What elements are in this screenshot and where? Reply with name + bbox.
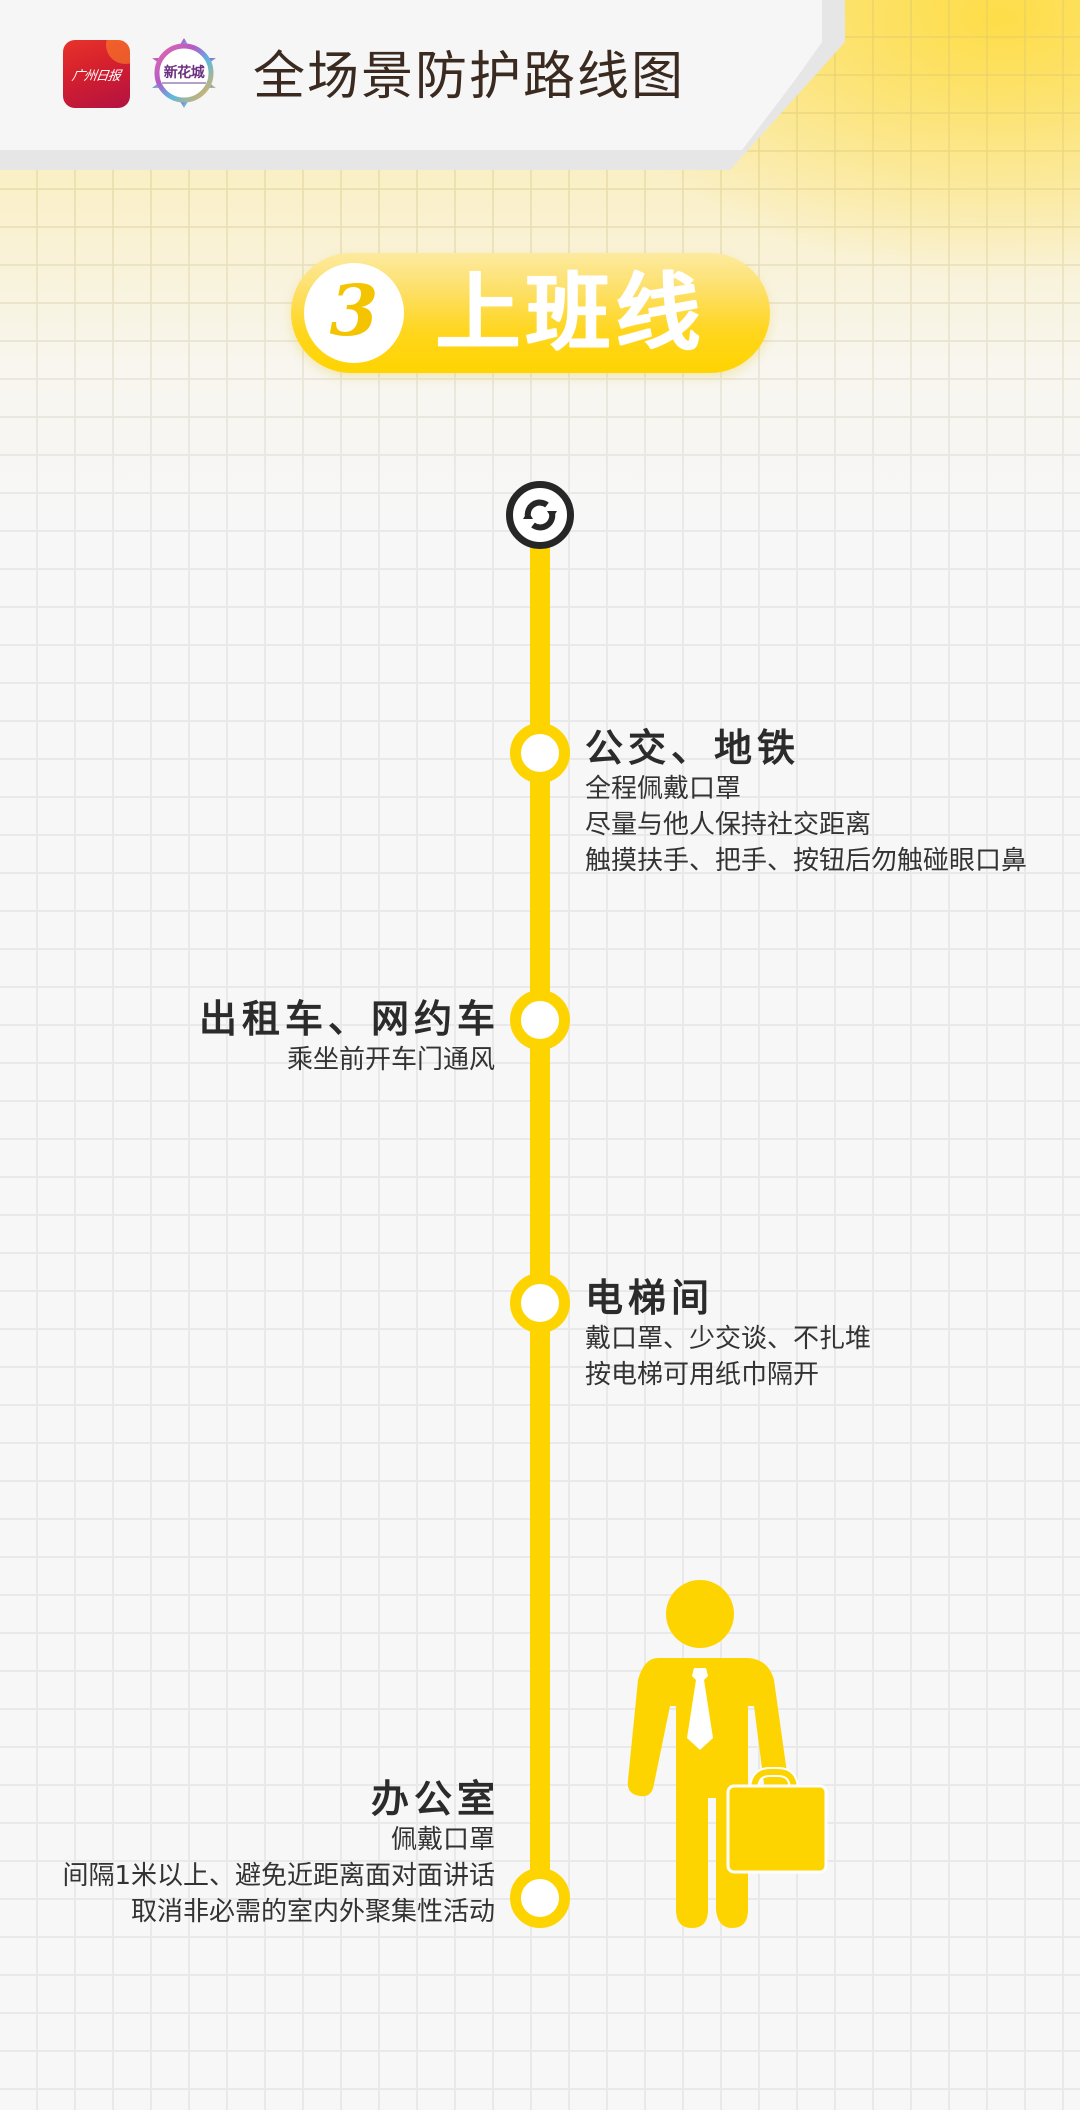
stop-line: 乘坐前开车门通风 [286, 1045, 495, 1075]
stop-office: 办公室 佩戴口罩 间隔1米以上、避免近距离面对面讲话 取消非必需的室内外聚集性活… [62, 1776, 495, 1930]
timeline-line [530, 530, 550, 1875]
stop-title: 公交、地铁 [585, 726, 801, 770]
stop-taxi: 出租车、网约车 乘坐前开车门通风 [199, 996, 495, 1078]
page-title: 全场景防护路线图 [253, 47, 686, 107]
refresh-cycle-icon [506, 481, 574, 549]
section-number: 3 [329, 269, 379, 352]
timeline-node-taxi [510, 990, 570, 1050]
guangzhou-daily-logo: 广州日报 [63, 40, 130, 108]
stop-line: 间隔1米以上、避免近距离面对面讲话 [62, 1861, 495, 1891]
stop-bus-metro: 公交、地铁 全程佩戴口罩 尽量与他人保持社交距离 触摸扶手、把手、按钮后勿触碰眼… [585, 725, 1027, 879]
stop-line: 佩戴口罩 [390, 1825, 495, 1855]
xinhuacheng-logo-text: 新花城 [163, 65, 205, 81]
stop-line: 全程佩戴口罩 [585, 774, 742, 804]
stop-line: 按电梯可用纸巾隔开 [585, 1360, 820, 1390]
stop-line: 触摸扶手、把手、按钮后勿触碰眼口鼻 [585, 846, 1028, 876]
stop-title: 出租车、网约车 [198, 997, 500, 1041]
stop-line: 尽量与他人保持社交距离 [585, 810, 872, 840]
xinhuacheng-logo-subline [162, 82, 206, 84]
stop-title: 办公室 [370, 1777, 500, 1821]
timeline-node-elevator [510, 1273, 570, 1333]
xinhuacheng-logo: 新花城 [148, 36, 220, 110]
section-pill: 3 上班线 [291, 253, 770, 373]
stop-line: 戴口罩、少交谈、不扎堆 [585, 1324, 872, 1354]
stop-line: 取消非必需的室内外聚集性活动 [130, 1897, 495, 1927]
refresh-arrows-icon [523, 499, 557, 531]
section-title: 上班线 [436, 264, 707, 362]
stop-title: 电梯间 [585, 1276, 715, 1320]
timeline-node-bus-metro [510, 723, 570, 783]
flower-badge-icon [152, 38, 216, 108]
timeline-node-office [510, 1868, 570, 1928]
businessman-with-briefcase-icon [627, 1580, 828, 1928]
header-card: 广州日报 新花城 全场景 [0, 0, 822, 150]
stop-elevator: 电梯间 戴口罩、少交谈、不扎堆 按电梯可用纸巾隔开 [585, 1275, 871, 1393]
section-number-badge: 3 [304, 263, 404, 363]
guangzhou-daily-logo-text: 广州日报 [71, 68, 122, 84]
